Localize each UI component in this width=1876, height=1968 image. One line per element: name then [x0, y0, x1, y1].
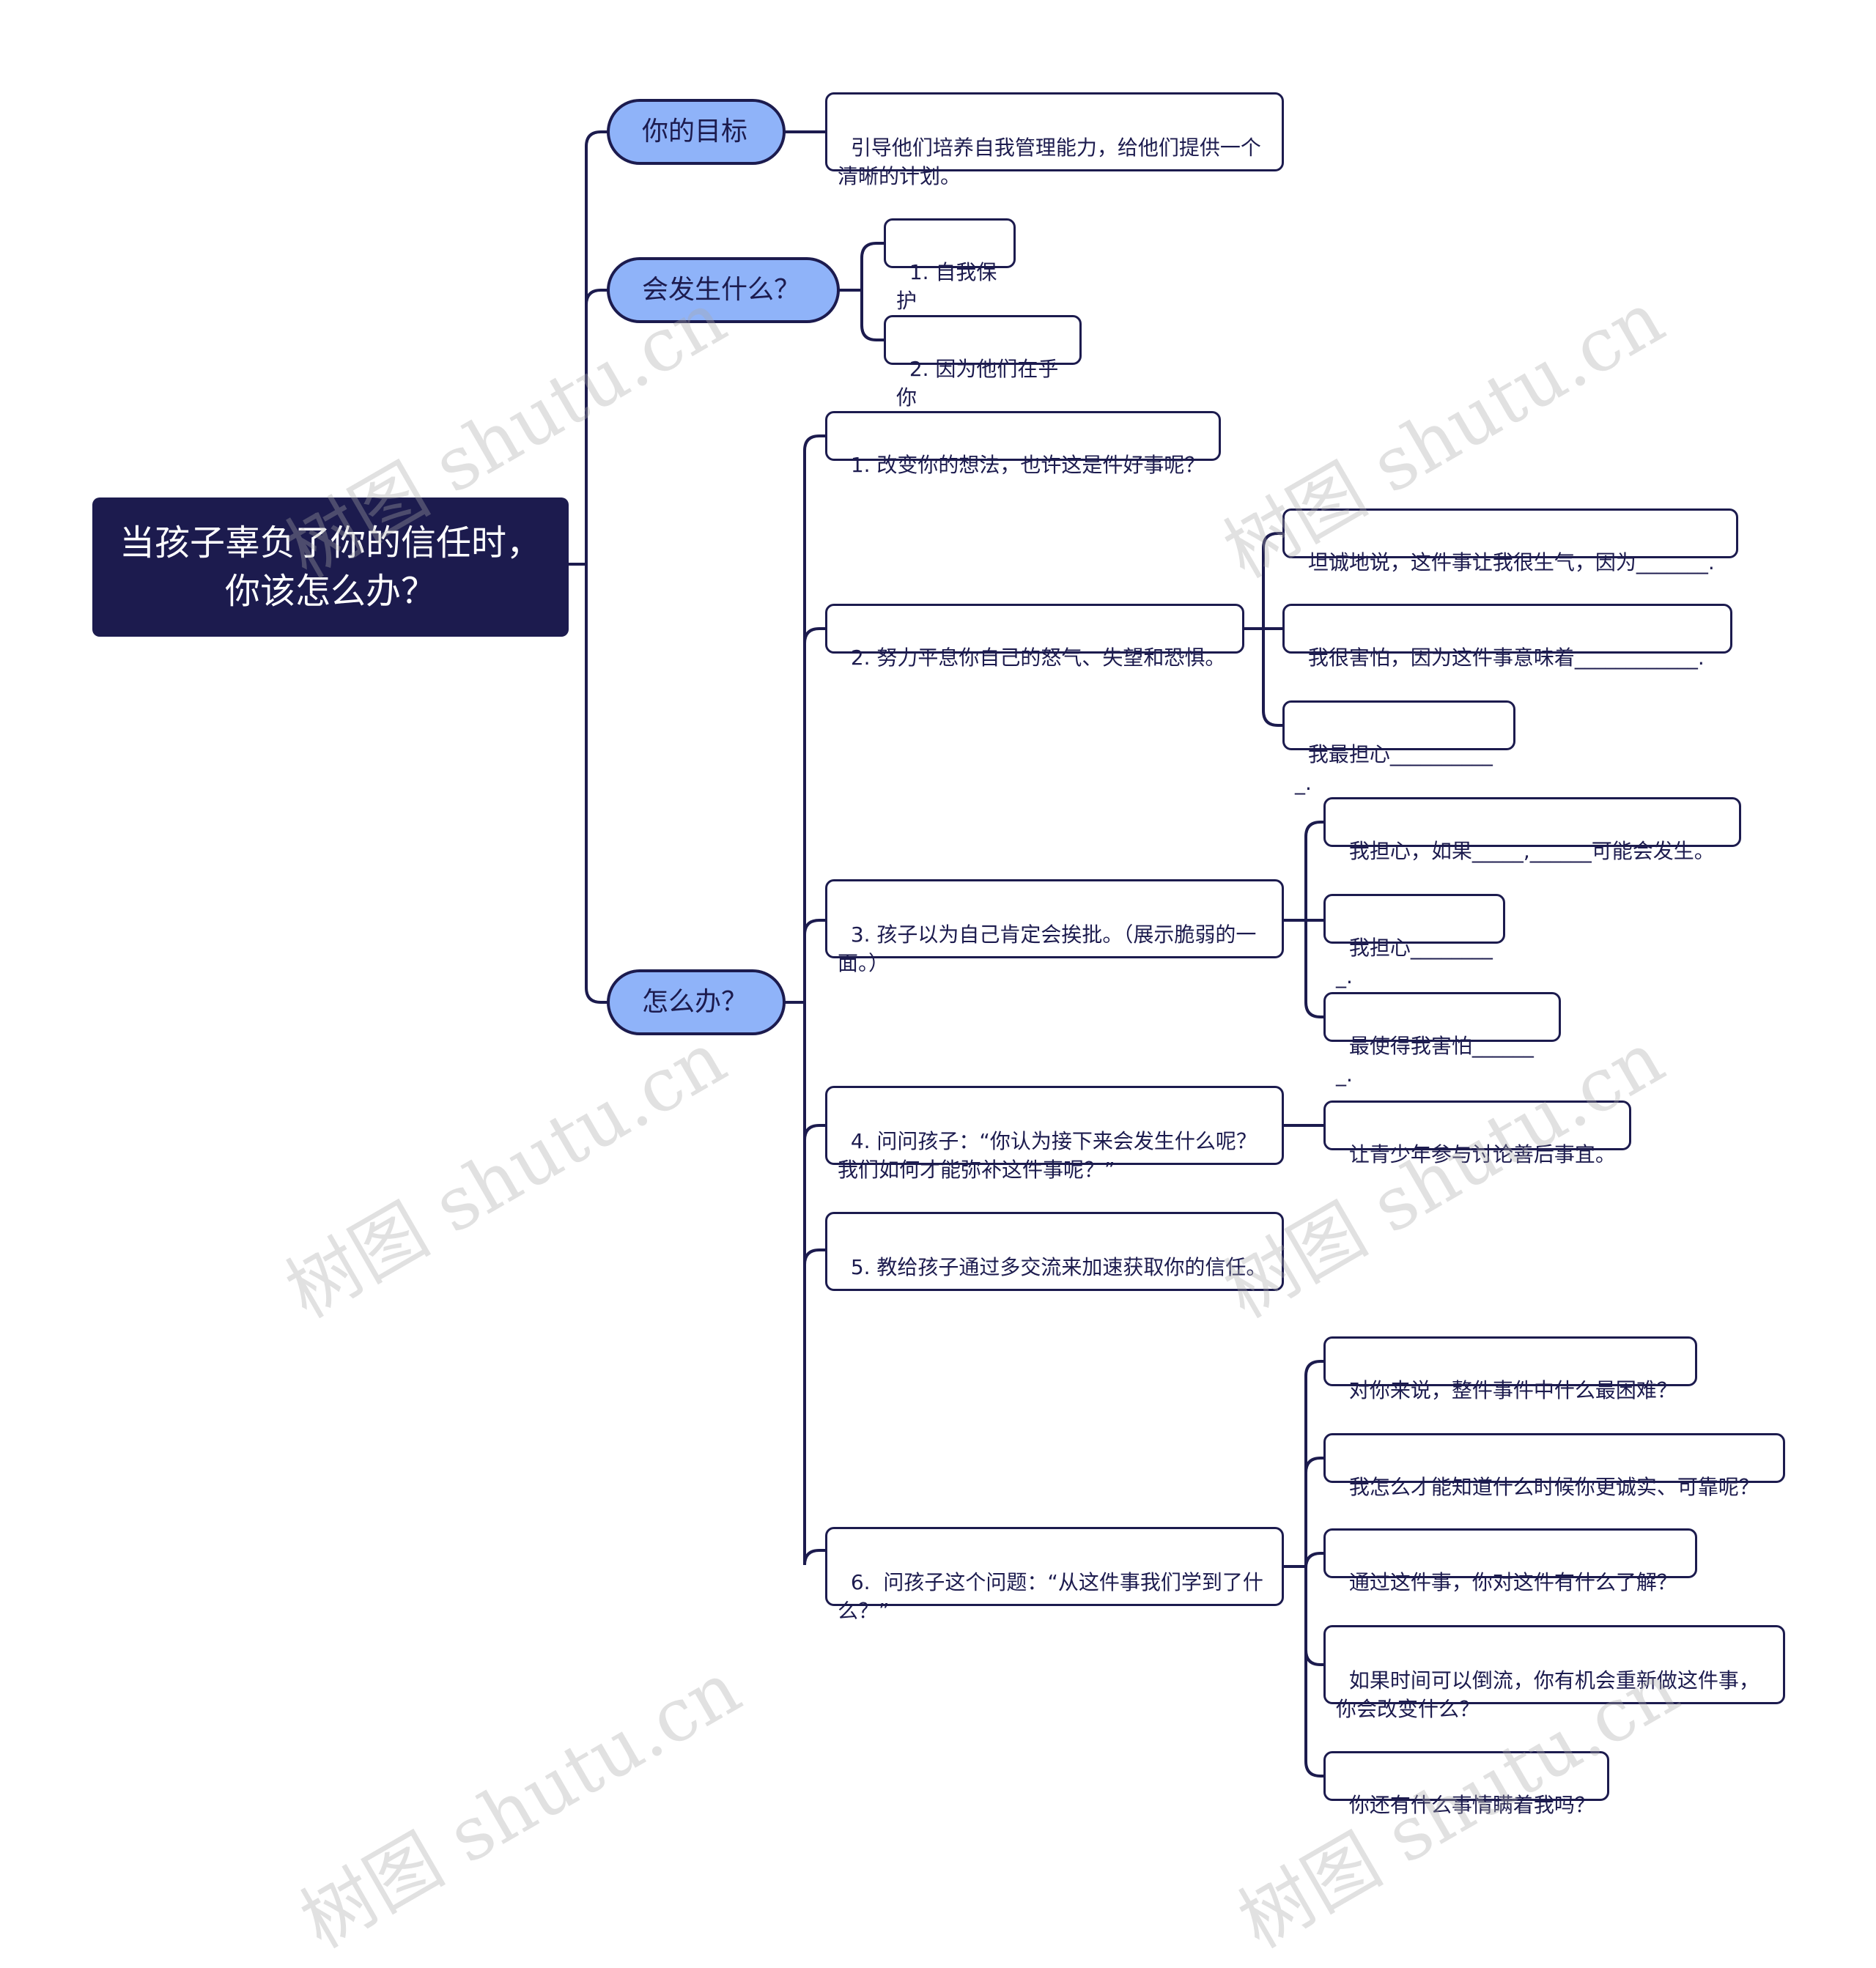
- what-happens-item-text: 1. 自我保护: [896, 260, 997, 313]
- branch-goal[interactable]: 你的目标: [607, 99, 786, 165]
- sub-item-text: 我最担心___________.: [1295, 742, 1493, 795]
- what-happens-item[interactable]: 2. 因为他们在乎你: [884, 315, 1082, 410]
- sub-item-text: 坦诚地说，这件事让我很生气，因为_______.: [1307, 550, 1715, 574]
- what-to-do-item-text: 1. 改变你的想法，也许这是件好事呢？: [850, 453, 1205, 477]
- goal-item-text: 引导他们培养自我管理能力，给他们提供一个清晰的计划。: [838, 136, 1261, 188]
- goal-item[interactable]: 引导他们培养自我管理能力，给他们提供一个清晰的计划。: [825, 92, 1284, 188]
- branch-what-happens-label: 会发生什么？: [642, 275, 801, 305]
- sub-item-text: 最使得我害怕_______.: [1336, 1034, 1534, 1087]
- sub-item[interactable]: 通过这件事，你对这件有什么了解？: [1323, 1528, 1697, 1594]
- connector-lines: [567, 130, 1325, 1778]
- sub-item-text: 对你来说，整件事件中什么最困难？: [1348, 1378, 1677, 1402]
- sub-item-text: 让青少年参与讨论善后事宜。: [1348, 1142, 1616, 1166]
- sub-item[interactable]: 我很害怕，因为这件事意味着____________.: [1282, 604, 1732, 670]
- sub-item[interactable]: 我担心，如果_____,______可能会发生。: [1323, 797, 1741, 863]
- sub-item[interactable]: 最使得我害怕_______.: [1323, 992, 1561, 1087]
- sub-item-text: 我怎么才能知道什么时候你更诚实、可靠呢？: [1348, 1475, 1759, 1499]
- sub-item[interactable]: 坦诚地说，这件事让我很生气，因为_______.: [1282, 508, 1738, 574]
- branch-what-happens[interactable]: 会发生什么？: [607, 257, 840, 323]
- sub-item[interactable]: 你还有什么事情瞒着我吗？: [1323, 1751, 1609, 1817]
- what-to-do-item[interactable]: 4. 问问孩子：“你认为接下来会发生什么呢？我们如何才能弥补这件事呢？”: [825, 1086, 1284, 1182]
- sub-item-text: 如果时间可以倒流，你有机会重新做这件事，你会改变什么？: [1336, 1668, 1759, 1721]
- branch-what-to-do[interactable]: 怎么办？: [607, 969, 786, 1035]
- root-topic-label: 当孩子辜负了你的信任时，你该怎么办？: [119, 522, 542, 612]
- branch-goal-label: 你的目标: [642, 116, 748, 147]
- what-to-do-item-text: 3. 孩子以为自己肯定会挨批。（展示脆弱的一面。）: [838, 922, 1257, 975]
- what-to-do-item-text: 4. 问问孩子：“你认为接下来会发生什么呢？我们如何才能弥补这件事呢？”: [838, 1129, 1257, 1182]
- what-to-do-item[interactable]: 2. 努力平息你自己的怒气、失望和恐惧。: [825, 604, 1244, 670]
- what-to-do-item-text: 5. 教给孩子通过多交流来加速获取你的信任。: [850, 1255, 1267, 1279]
- sub-item-text: 我担心_________.: [1336, 936, 1493, 988]
- branch-what-to-do-label: 怎么办？: [642, 987, 748, 1017]
- what-to-do-item[interactable]: 1. 改变你的想法，也许这是件好事呢？: [825, 411, 1221, 477]
- what-happens-item-text: 2. 因为他们在乎你: [896, 357, 1059, 410]
- what-to-do-item[interactable]: 3. 孩子以为自己肯定会挨批。（展示脆弱的一面。）: [825, 879, 1284, 975]
- sub-item[interactable]: 如果时间可以倒流，你有机会重新做这件事，你会改变什么？: [1323, 1625, 1785, 1721]
- what-to-do-item[interactable]: 5. 教给孩子通过多交流来加速获取你的信任。: [825, 1212, 1284, 1291]
- sub-item-text: 你还有什么事情瞒着我吗？: [1348, 1793, 1595, 1817]
- sub-item-text: 我担心，如果_____,______可能会发生。: [1348, 839, 1715, 863]
- what-to-do-item-text: 6. 问孩子这个问题：“从这件事我们学到了什么？”: [838, 1570, 1263, 1623]
- root-topic[interactable]: 当孩子辜负了你的信任时，你该怎么办？: [92, 497, 569, 637]
- sub-item[interactable]: 我怎么才能知道什么时候你更诚实、可靠呢？: [1323, 1433, 1785, 1499]
- sub-item-text: 我很害怕，因为这件事意味着____________.: [1307, 645, 1705, 670]
- what-to-do-item-text: 2. 努力平息你自己的怒气、失望和恐惧。: [850, 645, 1226, 670]
- sub-item[interactable]: 我最担心___________.: [1282, 700, 1515, 795]
- what-happens-item[interactable]: 1. 自我保护: [884, 218, 1016, 313]
- sub-item[interactable]: 对你来说，整件事件中什么最困难？: [1323, 1336, 1697, 1402]
- sub-item[interactable]: 我担心_________.: [1323, 894, 1505, 988]
- sub-item-text: 通过这件事，你对这件有什么了解？: [1348, 1570, 1677, 1594]
- what-to-do-item[interactable]: 6. 问孩子这个问题：“从这件事我们学到了什么？”: [825, 1527, 1284, 1623]
- sub-item[interactable]: 让青少年参与讨论善后事宜。: [1323, 1100, 1631, 1166]
